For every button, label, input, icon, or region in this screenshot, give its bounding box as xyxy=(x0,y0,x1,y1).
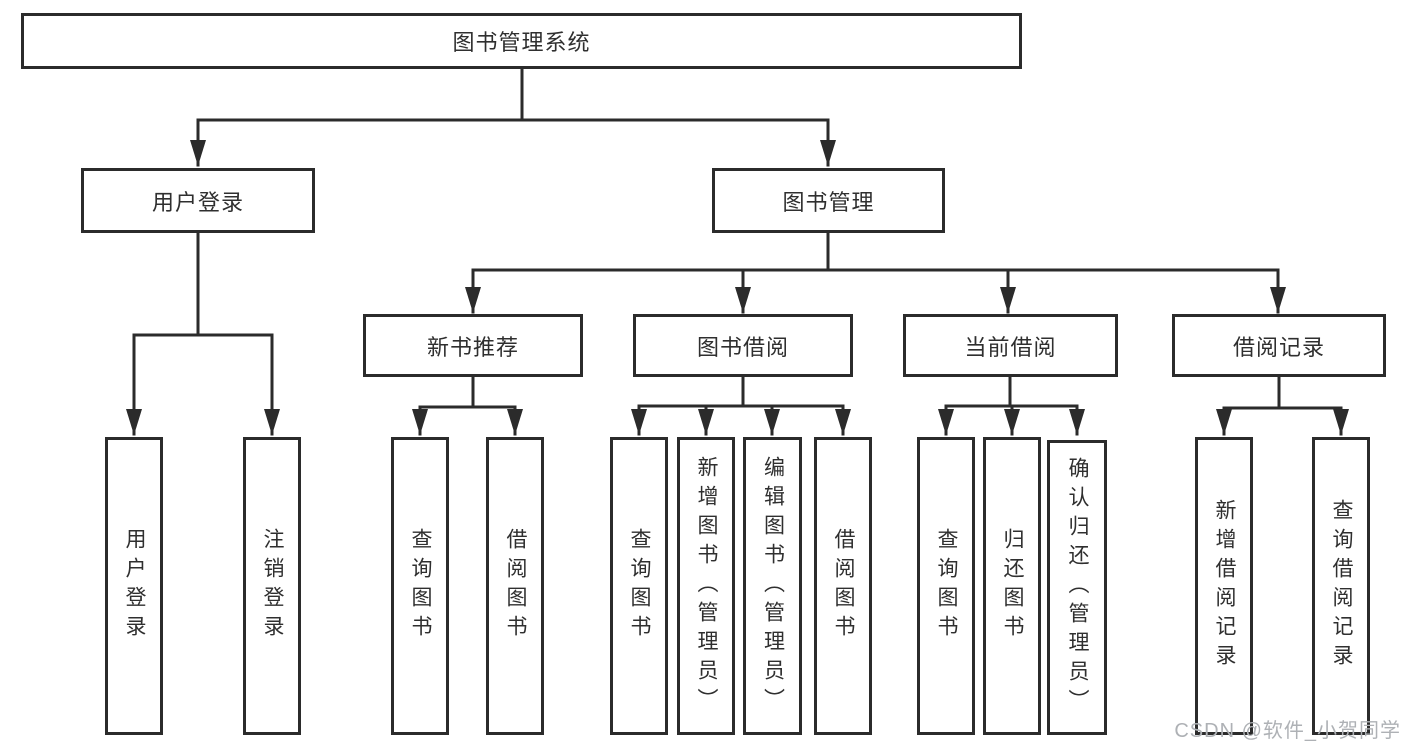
node-leaf-query-borrow-record: 查询借阅记录 xyxy=(1312,437,1370,735)
connector-edge xyxy=(826,231,1286,314)
connector-edge xyxy=(938,375,1012,436)
connector-edge xyxy=(741,375,851,436)
node-label: 新书推荐 xyxy=(426,334,519,360)
watermark: CSDN @软件_小贺同学 xyxy=(1174,720,1401,742)
node-label: 查询图书 xyxy=(935,528,958,644)
node-label: 借阅图书 xyxy=(504,528,527,644)
node-label: 新增借阅记录 xyxy=(1213,499,1236,673)
node-leaf-user-login: 用户登录 xyxy=(105,437,163,735)
node-leaf-confirm-return-admin: 确认归还（管理员） xyxy=(1047,440,1107,735)
node-label: 注销登录 xyxy=(261,528,284,644)
node-leaf-edit-book-admin: 编辑图书（管理员） xyxy=(743,437,802,735)
node-label: 归还图书 xyxy=(1001,528,1024,644)
node-label: 图书管理 xyxy=(782,189,875,215)
node-new-book-recommendation: 新书推荐 xyxy=(363,314,583,377)
node-leaf-logout: 注销登录 xyxy=(243,437,301,735)
connector-edge xyxy=(196,231,280,436)
connector-edge xyxy=(1277,375,1349,436)
connector-edge xyxy=(1216,375,1281,436)
node-leaf-add-borrow-record: 新增借阅记录 xyxy=(1195,437,1253,735)
node-label: 新增图书（管理员） xyxy=(695,455,718,717)
node-user-login: 用户登录 xyxy=(81,168,315,233)
connector-edge xyxy=(190,64,524,167)
node-label: 查询借阅记录 xyxy=(1330,499,1353,673)
node-label: 借阅记录 xyxy=(1232,334,1325,360)
node-leaf-add-book-admin: 新增图书（管理员） xyxy=(677,437,735,735)
node-leaf-query-books-current: 查询图书 xyxy=(917,437,975,735)
node-label: 当前借阅 xyxy=(964,334,1057,360)
node-leaf-return-book: 归还图书 xyxy=(983,437,1041,735)
node-label: 确认归还（管理员） xyxy=(1066,457,1089,718)
node-book-management: 图书管理 xyxy=(712,168,945,233)
connector-edge xyxy=(520,64,836,167)
node-label: 编辑图书（管理员） xyxy=(761,455,785,717)
node-current-borrowing: 当前借阅 xyxy=(903,314,1118,377)
node-leaf-borrow-books-recommend: 借阅图书 xyxy=(486,437,544,735)
connector-edge xyxy=(735,231,830,314)
node-label: 查询图书 xyxy=(628,528,651,644)
node-label: 图书借阅 xyxy=(696,334,789,360)
connector-edge xyxy=(465,231,830,314)
node-label: 图书管理系统 xyxy=(452,30,591,55)
node-book-borrowing: 图书借阅 xyxy=(633,314,853,377)
connector-edge xyxy=(1008,375,1085,436)
node-label: 查询图书 xyxy=(409,528,432,644)
connector-edge xyxy=(412,375,475,436)
node-leaf-borrow-books-borrowing: 借阅图书 xyxy=(814,437,872,735)
connector-edge xyxy=(826,231,1016,314)
node-root: 图书管理系统 xyxy=(21,13,1022,69)
node-label: 用户登录 xyxy=(151,189,244,215)
connector-edge xyxy=(698,375,745,436)
node-borrowing-records: 借阅记录 xyxy=(1172,314,1386,377)
node-leaf-query-books-borrowing: 查询图书 xyxy=(610,437,668,735)
connector-edge xyxy=(471,375,523,436)
node-label: 用户登录 xyxy=(123,528,146,644)
connector-edge xyxy=(126,231,200,436)
node-leaf-query-books-recommend: 查询图书 xyxy=(391,437,449,735)
node-label: 借阅图书 xyxy=(832,528,855,644)
